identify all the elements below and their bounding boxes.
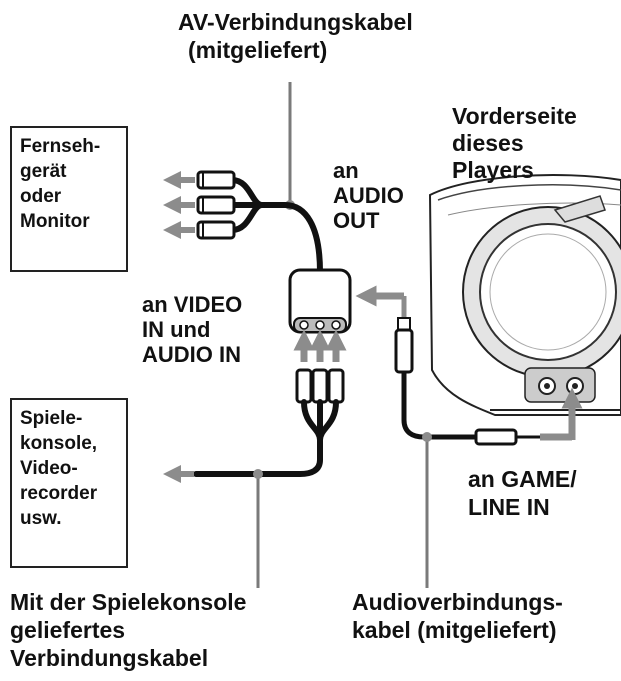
tv-monitor-label: Fernseh- gerät oder Monitor (20, 136, 101, 232)
arrows-to-adapter (293, 329, 347, 362)
audio-cable-marker (422, 432, 432, 442)
console-cable-label: Mit der Spielekonsole geliefertes Verbin… (10, 589, 247, 671)
rca-plugs-tv (196, 170, 236, 240)
front-player-label: Vorderseite dieses Players (452, 103, 577, 183)
av-cable-label: AV-Verbindungskabel (mitgeliefert) (178, 9, 413, 63)
arrows-to-tv (163, 171, 195, 239)
player-device (428, 174, 621, 416)
video-audio-in-label: an VIDEO IN und AUDIO IN (142, 292, 243, 367)
console-box: Spiele- konsole, Video- recorder usw. (10, 398, 128, 568)
console-cable (193, 399, 339, 477)
audio-out-label: an AUDIO OUT (333, 158, 404, 233)
av-adapter (288, 268, 352, 334)
audio-cable (355, 285, 583, 446)
tv-monitor-box: Fernseh- gerät oder Monitor (10, 126, 128, 272)
console-label: Spiele- konsole, Video- recorder usw. (20, 408, 98, 529)
rca-plugs-console (295, 368, 345, 404)
av-cable (229, 177, 323, 275)
console-cable-marker (253, 469, 263, 479)
game-line-in-label: an GAME/ LINE IN (468, 466, 577, 520)
audio-cable-label: Audioverbindungs- kabel (mitgeliefert) (352, 589, 563, 643)
